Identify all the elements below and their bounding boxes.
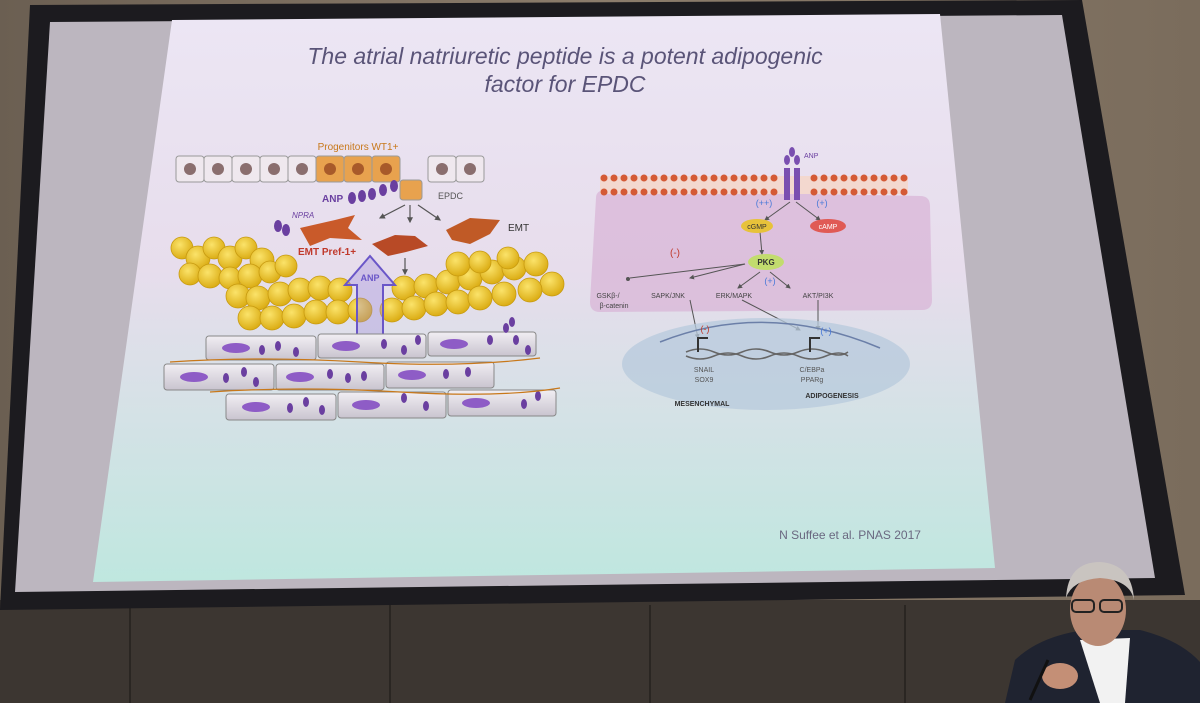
inhibit-dot bbox=[626, 277, 630, 281]
plus-plus-label: (++) bbox=[756, 198, 773, 208]
emt-cell-right bbox=[446, 218, 500, 244]
anp-label-left: ANP bbox=[322, 194, 343, 205]
mesenchymal-label: MESENCHYMAL bbox=[675, 401, 731, 408]
citation: N Suffee et al. PNAS 2017 bbox=[779, 528, 921, 542]
akt-label: AKT/PI3K bbox=[803, 293, 834, 300]
gsk-label-2: β-catenin bbox=[600, 303, 629, 310]
nuclear-envelope bbox=[659, 321, 881, 349]
anp-label-right: ANP bbox=[804, 153, 819, 160]
cgmp-node bbox=[741, 219, 773, 233]
lower-wall bbox=[0, 600, 1200, 703]
wall-panels bbox=[129, 605, 906, 703]
sox9-label: SOX9 bbox=[695, 377, 714, 384]
cebpa-label: C/EBPa bbox=[800, 367, 825, 374]
plus-pkg-label: (+) bbox=[764, 276, 775, 286]
promoter-right bbox=[809, 337, 820, 352]
npra-label: NPRA bbox=[292, 211, 314, 220]
minus-pkg-label: (-) bbox=[670, 248, 680, 259]
erk-label: ERK/MAPK bbox=[716, 293, 753, 300]
anp-molecules-top bbox=[348, 180, 398, 204]
progenitor-cell-row bbox=[175, 155, 485, 183]
cytoplasm-box bbox=[590, 190, 932, 312]
emt-cell-red bbox=[300, 215, 362, 246]
adipogenesis-label: ADIPOGENESIS bbox=[805, 393, 859, 400]
right-figure: ANP (++) (+) cGMP cAMP (-) PKG (+) GSKβ-… bbox=[590, 147, 932, 410]
left-figure: Progenitors WT1+ EPDC ANP NPRA EMT EMT P… bbox=[163, 142, 565, 421]
cgmp-label: cGMP bbox=[747, 224, 767, 231]
sapk-label: SAPK/JNK bbox=[651, 293, 685, 300]
snail-label: SNAIL bbox=[694, 367, 714, 374]
camp-node bbox=[810, 219, 846, 233]
fibroblast-strands bbox=[169, 357, 561, 395]
anp-molecules-scattered bbox=[223, 317, 541, 415]
emt-cell-center bbox=[372, 235, 428, 256]
cell-membrane bbox=[600, 174, 908, 196]
inhibit-line bbox=[629, 263, 746, 279]
slide-title-line2: factor for EPDC bbox=[484, 71, 645, 97]
promoter-left bbox=[697, 337, 708, 352]
epdc-arrows bbox=[378, 204, 441, 276]
progenitors-label: Progenitors WT1+ bbox=[318, 142, 399, 153]
nucleus bbox=[622, 318, 910, 410]
emt-label: EMT bbox=[508, 223, 529, 234]
gsk-label-1: GSKβ-/ bbox=[596, 293, 619, 300]
cell-nuclei bbox=[180, 339, 490, 412]
presenter bbox=[1005, 562, 1200, 703]
emt-pref-label: EMT Pref-1+ bbox=[298, 247, 356, 258]
epdc-label: EPDC bbox=[438, 191, 464, 201]
pkg-node bbox=[748, 254, 784, 270]
slide-title-line1: The atrial natriuretic peptide is a pote… bbox=[307, 43, 823, 69]
epdc-cell bbox=[399, 179, 423, 201]
plus-camp-label: (+) bbox=[816, 198, 827, 208]
dna-helix bbox=[685, 348, 849, 360]
plus-dna-label: (+) bbox=[820, 326, 831, 336]
pparg-label: PPARg bbox=[801, 377, 824, 384]
minus-dna-label: (-) bbox=[701, 324, 710, 334]
anp-big-arrow bbox=[342, 254, 398, 343]
camp-label: cAMP bbox=[819, 224, 838, 231]
npra-receptor bbox=[274, 220, 290, 236]
pkg-label: PKG bbox=[757, 258, 774, 267]
npra-receptor-right bbox=[784, 147, 800, 200]
anp-arrow-label: ANP bbox=[360, 273, 379, 283]
adipose-tissue bbox=[170, 236, 565, 331]
